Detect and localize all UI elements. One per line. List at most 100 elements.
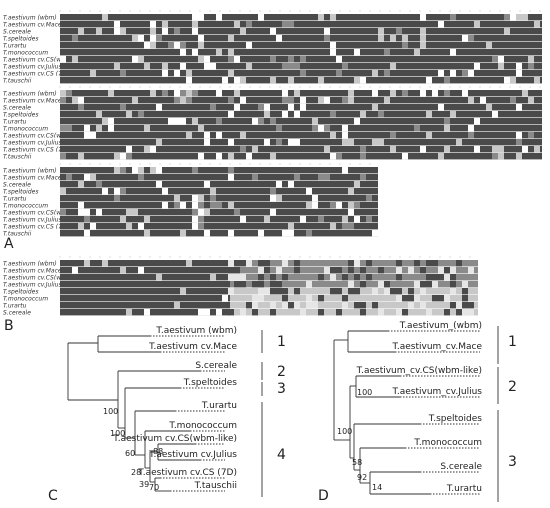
variant-cell	[378, 309, 384, 316]
sequence-row	[60, 274, 230, 281]
variant-cell	[180, 63, 186, 70]
variant-cell	[504, 28, 510, 35]
variant-cell	[144, 125, 150, 132]
variant-cell	[192, 167, 198, 174]
variant-cell	[420, 146, 426, 153]
sequence-row	[60, 14, 542, 21]
variant-cell	[126, 209, 132, 216]
variant-cell	[168, 42, 174, 49]
variant-cell	[294, 174, 300, 181]
variant-cell	[240, 216, 246, 223]
variant-cell	[450, 302, 456, 309]
variant-cell	[78, 28, 84, 35]
variant-cell	[360, 302, 366, 309]
tree-panel-d: T.aestivum_(wbm)T.aestivum_cv.MaceT.aest…	[318, 321, 517, 504]
variant-cell	[426, 132, 432, 139]
variant-cell	[240, 309, 246, 316]
tree-tip-label: T.aestivum_cv.Mace	[391, 342, 482, 352]
variant-cell	[300, 56, 306, 63]
variant-cell	[510, 77, 516, 84]
variant-cell	[78, 104, 84, 111]
variant-cell	[60, 90, 66, 97]
variant-cell	[396, 28, 402, 35]
variant-cell	[366, 216, 372, 223]
sequence-row	[60, 118, 542, 125]
sequence-label: T.tauschii	[3, 78, 32, 85]
sequence-label: T.monococcum	[3, 203, 48, 210]
variant-cell	[264, 111, 270, 118]
variant-cell	[360, 146, 366, 153]
variant-cell	[192, 223, 198, 230]
variant-cell	[180, 42, 186, 49]
variant-cell	[120, 153, 126, 160]
variant-cell	[342, 139, 348, 146]
variant-cell	[174, 70, 180, 77]
sequence-row	[60, 288, 230, 295]
variant-cell	[240, 97, 246, 104]
variant-cell	[306, 188, 312, 195]
variant-cell	[348, 139, 354, 146]
variant-cell	[258, 118, 264, 125]
variant-cell	[318, 174, 324, 181]
sequence-row	[60, 174, 378, 181]
sequence-row-variable	[230, 295, 478, 302]
bootstrap-value: 28	[131, 468, 141, 477]
variant-cell	[234, 90, 240, 97]
variant-cell	[324, 28, 330, 35]
variant-cell	[258, 281, 264, 288]
variant-cell	[288, 230, 294, 237]
variant-cell	[264, 267, 270, 274]
variant-cell	[504, 77, 510, 84]
variant-cell	[294, 90, 300, 97]
variant-cell	[282, 274, 288, 281]
variant-cell	[498, 56, 504, 63]
variant-cell	[390, 146, 396, 153]
variant-cell	[198, 209, 204, 216]
variant-cell	[108, 90, 114, 97]
variant-cell	[330, 202, 336, 209]
variant-cell	[156, 274, 162, 281]
variant-cell	[192, 21, 198, 28]
variant-cell	[210, 188, 216, 195]
clade-number: 1	[277, 334, 286, 350]
variant-cell	[390, 35, 396, 42]
variant-cell	[84, 125, 90, 132]
variant-cell	[234, 260, 240, 267]
variant-cell	[282, 288, 288, 295]
variant-cell	[240, 274, 246, 281]
sequence-label: T.aestivum cv.Julius	[3, 64, 62, 71]
tree-panel-c: T.aestivum (wbm)T.aestivum cv.MaceS.cere…	[48, 326, 286, 504]
variant-cell	[468, 125, 474, 132]
variant-cell	[102, 14, 108, 21]
tree-tip-label: T.monococcum	[413, 438, 482, 448]
variant-cell	[156, 139, 162, 146]
variant-cell	[528, 56, 534, 63]
variant-cell	[372, 90, 378, 97]
variant-cell	[402, 295, 408, 302]
variant-cell	[156, 35, 162, 42]
variant-cell	[306, 295, 312, 302]
variant-cell	[60, 97, 66, 104]
variant-cell	[444, 295, 450, 302]
bootstrap-value: 100	[337, 427, 352, 436]
variant-cell	[120, 188, 126, 195]
panel-label-a: A	[4, 236, 14, 252]
variant-cell	[330, 274, 336, 281]
variant-cell	[342, 132, 348, 139]
tree-tip-label: T.aestivum cv.Mace	[148, 342, 237, 352]
variant-cell	[102, 188, 108, 195]
variant-cell	[516, 70, 522, 77]
variant-cell	[246, 260, 252, 267]
variant-cell	[342, 97, 348, 104]
variant-cell	[390, 288, 396, 295]
sequence-label: T.aestivum cv.Mace	[3, 268, 62, 275]
variant-cell	[462, 295, 468, 302]
variant-cell	[354, 181, 360, 188]
variant-cell	[414, 260, 420, 267]
bootstrap-value: 100	[110, 429, 125, 438]
variant-cell	[516, 132, 522, 139]
variant-cell	[450, 70, 456, 77]
variant-cell	[276, 288, 282, 295]
sequence-label: T.aestivum cv.Julius	[3, 217, 62, 224]
